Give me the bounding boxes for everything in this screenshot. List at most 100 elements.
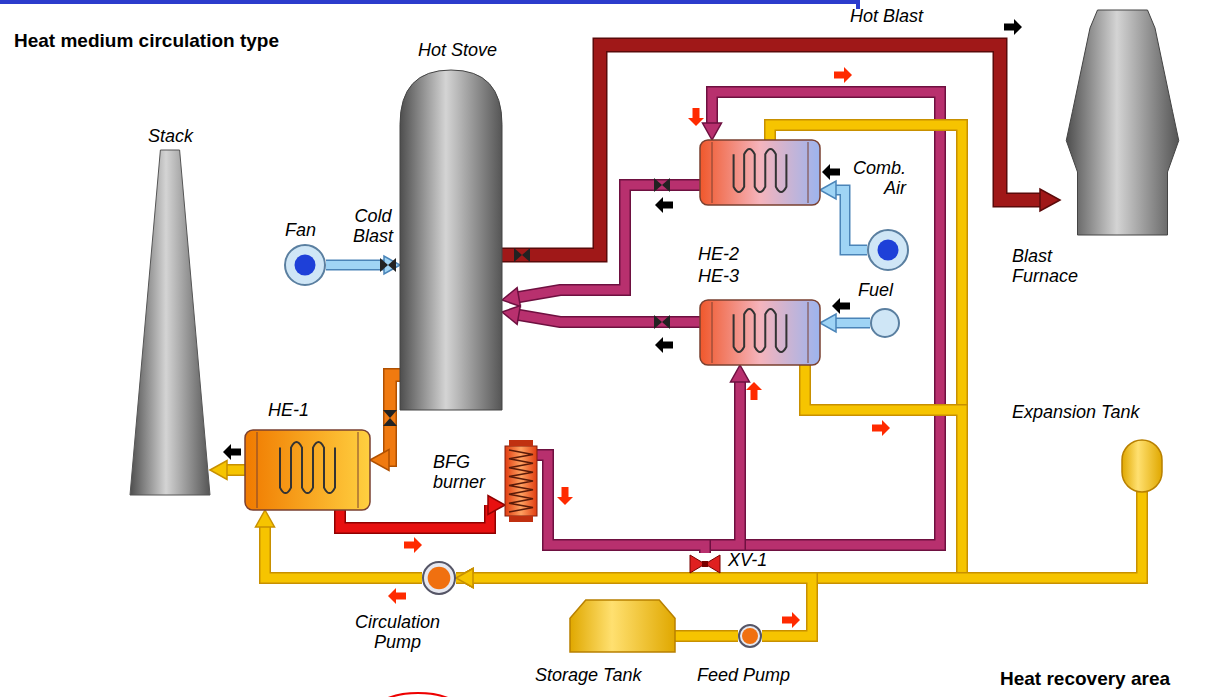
heat-exchanger-symbol	[700, 300, 820, 365]
pipe	[456, 365, 962, 588]
component-label: Storage Tank	[535, 665, 641, 685]
arrow-head	[731, 365, 750, 382]
pipe	[820, 181, 867, 250]
bfg-burner: BFG burner	[505, 440, 537, 522]
arrow-head	[256, 510, 275, 527]
component-label: HE-3	[698, 266, 739, 286]
arrow-head	[820, 181, 836, 199]
pipe-outline	[472, 365, 962, 578]
arrow-head	[210, 461, 227, 480]
arrow-head	[456, 569, 473, 588]
arrow-head	[370, 450, 389, 471]
arrow-heads	[1040, 189, 1060, 211]
pipe-fill	[835, 190, 867, 250]
pipe-fill	[326, 261, 385, 269]
pipe-fill	[518, 185, 700, 297]
fuel-supply-symbol	[870, 308, 900, 338]
pipe-outline	[226, 464, 245, 476]
pipe	[502, 45, 1060, 255]
pipe-fill	[472, 125, 962, 578]
component-label: Circulation Pump	[355, 612, 440, 652]
component-label: BFG burner	[433, 452, 485, 492]
pipe-outline	[675, 630, 738, 642]
pipe	[256, 510, 423, 578]
pipe-outline	[518, 185, 700, 297]
arrow-heads	[488, 496, 505, 515]
heat-exchanger: HE-3	[700, 300, 820, 365]
arrow-heads	[370, 450, 389, 471]
arrow-heads	[703, 123, 722, 140]
arrow-heads	[256, 510, 275, 527]
circulation-pump: Circulation Pump	[422, 561, 456, 595]
arrow-head	[456, 569, 473, 588]
component-label: Comb. Air	[853, 158, 906, 198]
area-caption: Heat recovery area	[1000, 668, 1170, 690]
arrow-head	[502, 288, 520, 307]
air-blower: Comb. Air	[867, 229, 909, 271]
arrow-heads	[502, 306, 520, 325]
component-label: Fuel	[858, 280, 893, 300]
pipe-outline	[326, 260, 385, 271]
pipe-outline	[518, 315, 700, 322]
component-label: HE-2	[698, 244, 739, 264]
component-label: Feed Pump	[697, 665, 790, 685]
arrow-head	[703, 123, 722, 140]
component-label: Blast Furnace	[1012, 246, 1078, 286]
pipe-fill	[518, 315, 700, 322]
arrow-head	[488, 496, 505, 515]
arrow-heads	[210, 461, 227, 480]
pipe-outline	[835, 318, 870, 329]
arrow-head	[456, 569, 473, 588]
pipe	[326, 256, 400, 274]
pipe-fill	[537, 381, 740, 545]
heat-exchanger-symbol	[245, 430, 370, 510]
pipe-fill	[456, 492, 1142, 578]
pipe	[370, 375, 400, 471]
bfg-burner-symbol	[505, 440, 537, 522]
pipe-outline	[537, 455, 705, 553]
arrow-heads	[456, 569, 473, 588]
heat-exchanger: HE-1	[245, 430, 370, 510]
air-blower-symbol	[867, 229, 909, 271]
diagram-title: Heat medium circulation type	[14, 30, 279, 52]
arrow-heads	[820, 181, 836, 199]
heat-exchanger: HE-2	[700, 140, 820, 205]
pipe	[537, 92, 940, 545]
fan-symbol	[284, 244, 326, 286]
component-label: HE-1	[268, 400, 309, 420]
pipe-fill	[226, 466, 245, 475]
fan: Fan	[284, 244, 326, 286]
expansion-tank-symbol	[1122, 440, 1162, 492]
feed-pump: Feed Pump	[738, 624, 762, 648]
expansion-tank: Expansion Tank	[1122, 440, 1162, 492]
blast-furnace-symbol	[1060, 10, 1185, 235]
arrow-heads	[456, 569, 473, 588]
pipe	[502, 185, 700, 306]
pipe-outline	[835, 190, 867, 250]
hot-stove-symbol	[400, 70, 502, 410]
feed-pump-symbol	[738, 624, 762, 648]
pipe	[210, 461, 245, 480]
pipe	[675, 636, 738, 637]
component-label: Expansion Tank	[1012, 402, 1139, 422]
pipe-fill	[537, 455, 705, 553]
blast-furnace: Blast Furnace	[1060, 10, 1185, 235]
storage-tank: Storage Tank	[570, 600, 675, 652]
pipe	[537, 365, 750, 545]
arrow-head	[456, 569, 473, 588]
pipe	[456, 125, 962, 588]
pipe-fill	[472, 365, 962, 578]
component-label: Hot Stove	[418, 40, 497, 60]
component-label: Fan	[285, 220, 316, 240]
control-valve: XV-1	[690, 553, 720, 575]
arrow-heads	[820, 314, 836, 332]
control-valve-symbol	[690, 553, 720, 575]
flow-label: Hot Blast	[850, 6, 923, 26]
pipe-fill	[835, 319, 870, 327]
stack-symbol	[130, 150, 210, 495]
arrow-head	[1040, 189, 1060, 211]
fuel-supply: Fuel	[870, 308, 900, 338]
pipe-outline	[537, 92, 940, 545]
arrow-head	[502, 306, 520, 325]
pipe-outline	[537, 381, 740, 545]
